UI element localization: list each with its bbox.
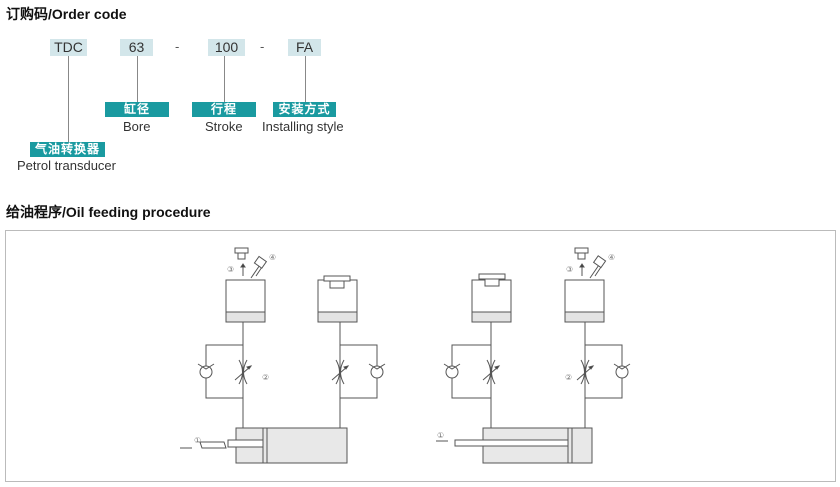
label-stroke: Stroke [205,119,243,134]
marker-3: ③ [227,265,234,274]
label-bore: Bore [123,119,151,134]
leader-line [305,56,306,102]
right-circuit [436,247,631,464]
marker-1: ① [437,431,444,440]
tag-installing: 安装方式 [273,102,336,117]
code-stroke: 100 [208,39,245,56]
leader-line [137,56,138,102]
marker-3: ③ [566,265,573,274]
check-valve-icon [197,363,215,379]
label-transducer: Petrol transducer [17,158,116,173]
tag-stroke: 行程 [192,102,256,117]
code-installing: FA [288,39,321,56]
feeding-title: 给油程序/Oil feeding procedure [6,204,211,220]
marker-2: ② [262,373,269,382]
label-installing: Installing style [262,119,344,134]
leader-line [224,56,225,102]
tag-transducer: 气油转换器 [30,142,105,157]
marker-2: ② [565,373,572,382]
code-tdc: TDC [50,39,87,56]
oil-tank-open [225,279,266,323]
separator: - [260,39,265,54]
marker-4: ④ [269,253,276,262]
left-circuit [180,247,386,464]
marker-1: ① [194,436,201,445]
marker-4: ④ [608,253,615,262]
diagram-frame [5,230,836,482]
tag-bore: 缸径 [105,102,169,117]
code-bore: 63 [120,39,153,56]
order-code-title: 订购码/Order code [6,6,127,22]
oil-tank-open [564,279,605,323]
leader-line [68,56,69,142]
separator: - [175,39,180,54]
